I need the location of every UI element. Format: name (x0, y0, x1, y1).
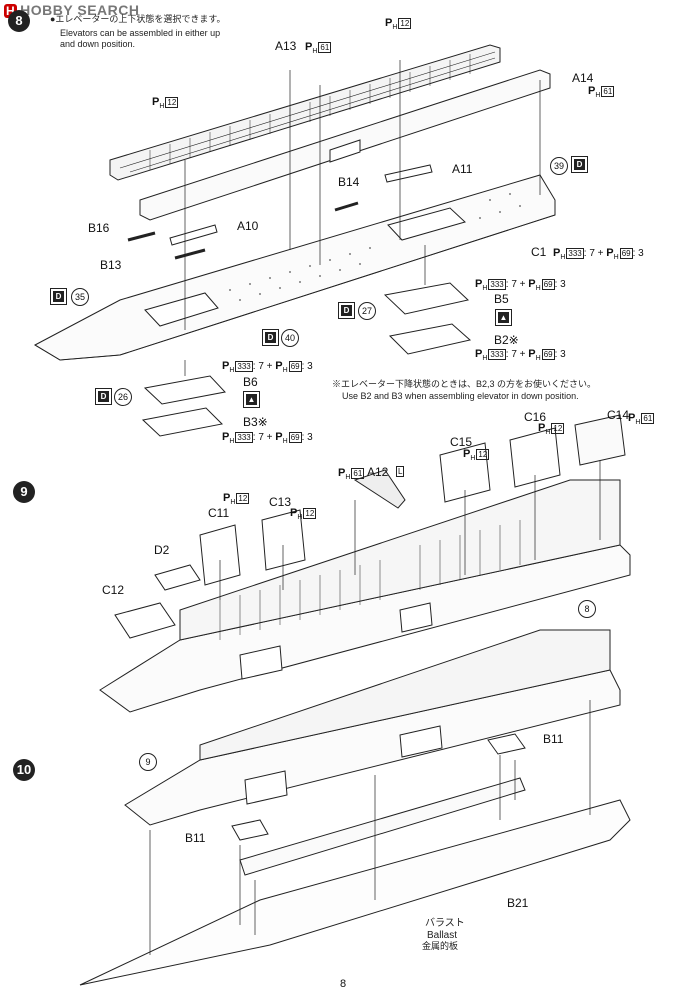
step-8-note-jp: ●エレベーターの上下状態を選択できます。 (50, 14, 226, 24)
decal-d-icon: D (571, 156, 588, 173)
lower-hull-b21 (79, 799, 631, 986)
label-a10: A10 (237, 219, 259, 233)
elevator-b5 (383, 282, 470, 315)
decal-d-icon: D (95, 388, 112, 405)
elevator-b2 (388, 323, 472, 355)
label-a11: A11 (452, 162, 473, 176)
label-b14: B14 (338, 175, 360, 189)
elevator-note-jp: ※エレベーター下降状態のときは、B2,3 の方をお使いください。 (332, 379, 597, 389)
label-b11-top: B11 (543, 732, 564, 746)
decal-35: 35 (71, 288, 89, 306)
ref-step-9: 9 (139, 753, 157, 771)
part-c11 (199, 524, 241, 586)
ballast-label-jp: バラスト (425, 918, 465, 929)
label-c13: C13 (269, 495, 292, 509)
ref-step-8: 8 (578, 600, 596, 618)
ballast-label-sub: 金属的板 (422, 941, 459, 951)
page-number: 8 (340, 978, 347, 990)
part-c15 (439, 442, 491, 503)
part-c14 (574, 414, 626, 466)
part-b11-top (487, 733, 526, 755)
part-c16 (509, 427, 561, 488)
label-c16: C16 (524, 410, 547, 424)
label-b13: B13 (100, 258, 122, 272)
label-b16: B16 (88, 221, 110, 235)
label-c12: C12 (102, 583, 125, 597)
decal-40: 40 (281, 329, 299, 347)
label-c14: C14 (607, 408, 630, 422)
part-c13 (261, 509, 306, 571)
part-b14 (334, 201, 359, 212)
part-b13 (174, 248, 206, 260)
up-arrow-icon: ▲ (243, 391, 260, 408)
step-10-marker: 10 (13, 759, 35, 781)
decal-d-icon: D (262, 329, 279, 346)
elevator-b6 (143, 375, 226, 405)
watermark-text: HOBBY SEARCH (20, 2, 140, 18)
elevator-note-en: Use B2 and B3 when assembling elevator i… (342, 391, 579, 401)
label-c11: C11 (208, 506, 230, 520)
label-b6: B6 (243, 375, 258, 389)
part-a10 (169, 224, 218, 246)
label-a13: A13 (275, 39, 297, 53)
decal-d-icon: D (50, 288, 67, 305)
label-b5: B5 (494, 292, 509, 306)
decal-26: 26 (114, 388, 132, 406)
part-a11 (384, 164, 433, 183)
label-b11-left: B11 (185, 831, 206, 845)
label-b3: B3※ (243, 415, 268, 429)
label-a14: A14 (572, 71, 594, 85)
up-arrow-icon: ▲ (495, 309, 512, 326)
part-b11-left (231, 819, 269, 841)
paint-a12-l: L (396, 466, 405, 477)
step-9-marker: 9 (13, 481, 35, 503)
hangar-wall-a13 (109, 44, 501, 181)
ballast-label-en: Ballast (427, 930, 458, 941)
elevator-b3 (141, 407, 224, 437)
label-b2: B2※ (494, 333, 519, 347)
decal-39: 39 (550, 157, 568, 175)
part-a12 (353, 469, 406, 509)
label-a12: A12 (367, 465, 389, 479)
decal-d-icon: D (338, 302, 355, 319)
part-c12 (114, 602, 176, 639)
part-d2 (154, 564, 201, 591)
decal-27: 27 (358, 302, 376, 320)
label-c15: C15 (450, 435, 473, 449)
step-8-note-en-2: and down position. (60, 39, 136, 49)
step-8-marker: 8 (8, 10, 30, 32)
label-b21: B21 (507, 896, 529, 910)
part-b16 (127, 231, 156, 242)
label-d2: D2 (154, 543, 170, 557)
label-c1: C1 (531, 245, 547, 259)
ballast-plate (239, 777, 526, 876)
step-8-note-en-1: Elevators can be assembled in either up (60, 28, 221, 38)
